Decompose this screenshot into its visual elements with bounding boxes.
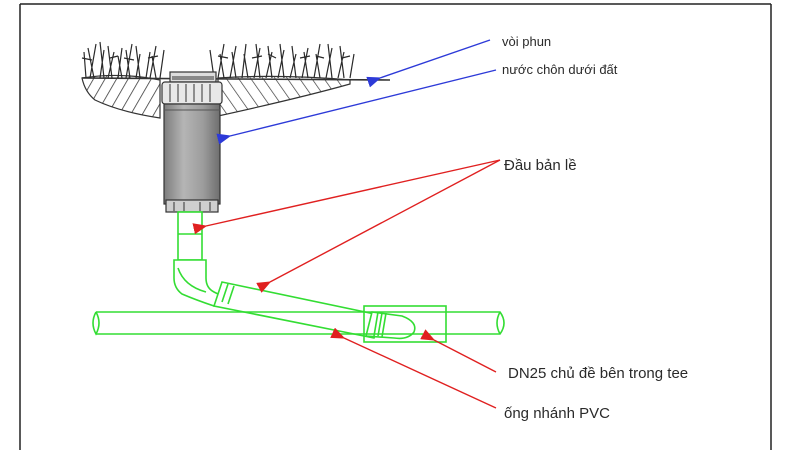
label-sprinkler: vòi phun <box>502 34 551 49</box>
sprinkler-head <box>161 71 223 213</box>
soil-section <box>81 74 391 119</box>
label-buried: nước chôn dưới đất <box>502 62 618 77</box>
blue-leaders <box>216 39 497 145</box>
label-swing-joint: Đầu bản lề <box>504 157 577 174</box>
swing-pipe <box>212 281 386 339</box>
grass <box>81 41 355 79</box>
riser-pipe <box>177 211 203 261</box>
label-pvc-branch: ống nhánh PVC <box>504 405 610 422</box>
pipe-network <box>92 211 505 343</box>
elbow-fitting <box>173 259 224 307</box>
tee-fitting <box>363 305 447 343</box>
red-leaders <box>192 159 501 409</box>
main-pipe <box>96 311 444 335</box>
label-tee: DN25 chủ đề bên trong tee <box>508 365 688 382</box>
